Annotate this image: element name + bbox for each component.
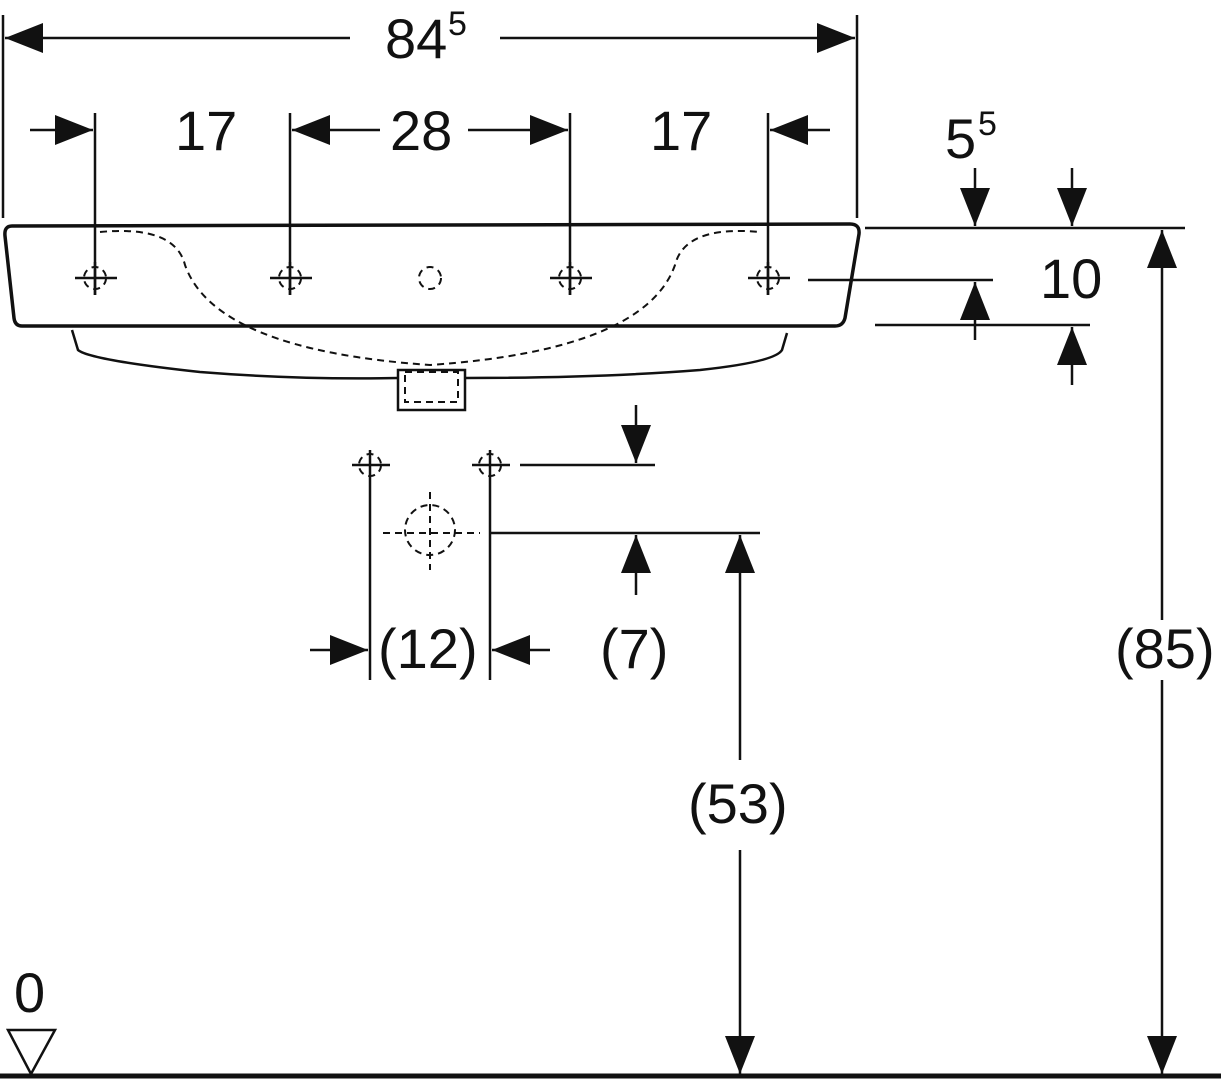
- rim-height-label: 10: [1040, 247, 1102, 310]
- overall-width-label: 84: [385, 7, 447, 70]
- overall-width-superscript: 5: [448, 5, 467, 43]
- drain-connection-icon: [383, 492, 480, 570]
- fixing-spacing-label: (12): [378, 617, 478, 680]
- fixing-offset-label: (7): [600, 617, 668, 680]
- tap-spacing-dimensions: 17 28 17: [30, 99, 830, 295]
- hole-crosshair-icon: [748, 262, 790, 295]
- rim-top-height-label: (85): [1115, 617, 1215, 680]
- basin-outline: [3, 222, 861, 412]
- side-left-label: 17: [175, 99, 237, 162]
- fixing-points: (12) (7): [310, 405, 760, 680]
- rim-dimensions: 5 5 10: [808, 105, 1185, 385]
- drain-height-label: (53): [688, 772, 788, 835]
- fixing-crosshair-icon: [472, 450, 510, 680]
- hole-crosshair-icon: [75, 262, 117, 295]
- overall-width-dimension: 84 5: [1, 5, 859, 218]
- rim-offset-label: 5: [945, 107, 976, 170]
- hole-crosshair-icon: [270, 262, 312, 295]
- level-triangle-icon: [5, 1028, 58, 1077]
- center-hole-icon: [418, 266, 442, 290]
- fixing-crosshair-icon: [352, 450, 390, 680]
- tap-spacing-label: 28: [390, 99, 452, 162]
- tap-holes: [75, 262, 790, 295]
- rim-offset-superscript: 5: [978, 105, 997, 143]
- floor-reference: 0: [0, 961, 1221, 1079]
- hole-crosshair-icon: [550, 262, 592, 295]
- rim-top-height-dimension: (85): [1115, 230, 1215, 1074]
- side-right-label: 17: [650, 99, 712, 162]
- floor-level-label: 0: [14, 961, 45, 1024]
- drain-height-dimension: (53): [688, 535, 788, 1074]
